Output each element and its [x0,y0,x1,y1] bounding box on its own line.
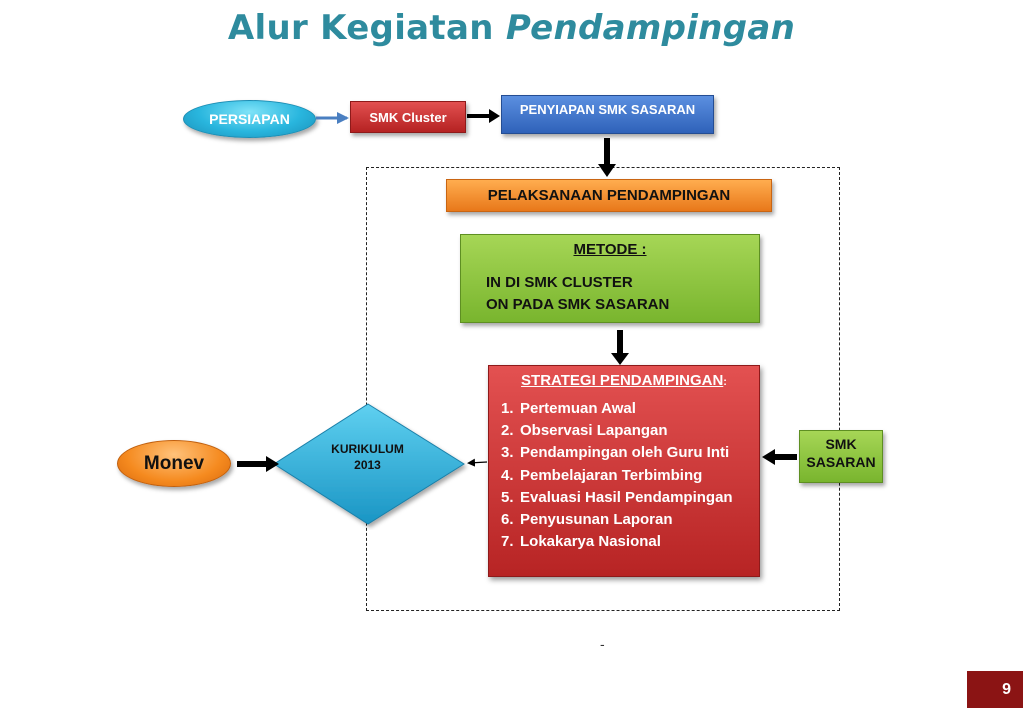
persiapan-label: PERSIAPAN [209,111,290,127]
pelaksanaan-node[interactable]: PELAKSANAAN PENDAMPINGAN [446,179,772,212]
strategi-item-number: 2. [501,422,514,440]
strategi-item: 2. Observasi Lapangan [501,420,733,442]
strategi-item: 6. Penyusunan Laporan [501,509,733,531]
persiapan-node[interactable]: PERSIAPAN [183,100,316,138]
metode-line-on: ON PADA SMK SASARAN [486,296,670,313]
pelaksanaan-label: PELAKSANAAN PENDAMPINGAN [487,187,731,204]
strategi-item: 3. Pendampingan oleh Guru Inti [501,442,733,464]
strategi-item-number: 1. [501,400,514,417]
strategi-title-text: STRATEGI PENDAMPINGAN [521,372,724,389]
strategi-title-colon: : [723,376,727,388]
smk-sasaran-line2: SASARAN [806,454,876,470]
kurikulum-diamond[interactable] [272,400,472,530]
arrow-strategi-to-kurikulum [467,458,488,467]
page-number: 9 [1002,680,1011,698]
monev-label: Monev [143,452,205,474]
footer-dash: - [600,636,605,652]
strategi-item-number: 4. [501,466,514,484]
strategi-item-number: 5. [501,488,514,506]
kurikulum-diamond-shape [273,403,465,525]
smk-sasaran-node[interactable]: SMK SASARAN [799,430,883,483]
arrow-sasaran-to-strategi [762,449,797,465]
arrow-monev-to-kurikulum [237,456,279,472]
kurikulum-line1: KURIKULUM [331,442,404,456]
smk-sasaran-line1: SMK [825,436,857,452]
strategi-item-text: Pendampingan oleh Guru Inti [520,444,730,462]
strategi-list: 1. Pertemuan Awal 2. Observasi Lapangan 3.… [489,398,733,553]
strategi-item-text: Pembelajaran Terbimbing [520,466,703,484]
strategi-item-text: Observasi Lapangan [520,422,668,440]
kurikulum-line2: 2013 [354,458,381,472]
strategi-item-number: 6. [501,510,514,528]
strategi-item-text: Pertemuan Awal [520,400,636,417]
kurikulum-node: KURIKULUM 2013 [320,441,415,473]
strategi-title: STRATEGI PENDAMPINGAN: [489,372,759,389]
title-emphasis: Pendampingan [505,8,796,48]
smk-cluster-label: SMK Cluster [369,109,447,125]
monev-node[interactable]: Monev [117,440,231,487]
strategi-node[interactable]: STRATEGI PENDAMPINGAN: 1. Pertemuan Awal … [488,365,760,577]
arrow-cluster-to-penyiapan [467,109,500,123]
strategi-item-text: Lokakarya Nasional [520,533,661,551]
page-title: Alur Kegiatan Pendampingan [0,8,1023,48]
title-main: Alur Kegiatan [227,8,506,48]
arrow-metode-to-strategi [611,330,629,365]
strategi-item: 7. Lokakarya Nasional [501,531,733,553]
page-number-badge: 9 [967,671,1023,708]
smk-cluster-node[interactable]: SMK Cluster [350,101,466,133]
strategi-item: 1. Pertemuan Awal [501,398,733,420]
strategi-item-number: 7. [501,533,514,551]
arrow-penyiapan-to-pelaksanaan [598,138,616,177]
penyiapan-label: PENYIAPAN SMK SASARAN [519,102,696,117]
strategi-item-text: Evaluasi Hasil Pendampingan [520,488,733,506]
strategi-item: 5. Evaluasi Hasil Pendampingan [501,487,733,509]
metode-title: METODE : [573,241,647,258]
metode-line-in: IN DI SMK CLUSTER [486,274,633,291]
penyiapan-node[interactable]: PENYIAPAN SMK SASARAN [501,95,714,134]
strategi-item-number: 3. [501,444,514,462]
strategi-item: 4. Pembelajaran Terbimbing [501,465,733,487]
metode-node[interactable]: METODE : IN DI SMK CLUSTER ON PADA SMK S… [460,234,760,323]
strategi-item-text: Penyusunan Laporan [520,510,673,528]
